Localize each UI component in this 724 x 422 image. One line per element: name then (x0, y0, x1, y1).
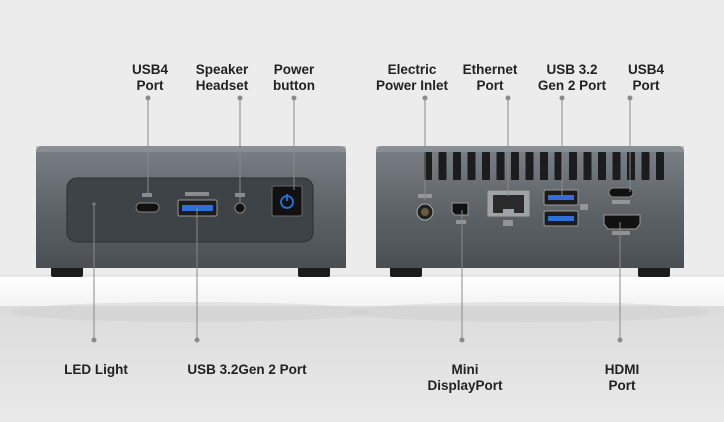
usb32-port-rear-bottom[interactable] (543, 210, 579, 227)
front-device (36, 146, 346, 277)
leader-lines (91, 95, 633, 343)
vent-slot (554, 152, 563, 180)
usb32-port-rear-top[interactable] (543, 189, 579, 206)
vent-slot (598, 152, 606, 180)
vent-slot (612, 152, 621, 180)
vent-slot (583, 152, 592, 180)
label-usb32-front: USB 3.2Gen 2 Port (187, 362, 307, 377)
label-led-light: LED Light (64, 362, 128, 377)
usb4-port-rear[interactable] (608, 187, 634, 204)
vent-slot (453, 152, 461, 180)
vent-slot (627, 152, 635, 180)
vent-slot (424, 152, 432, 180)
vent-slot (656, 152, 664, 180)
vent-slot (467, 152, 476, 180)
power-button[interactable] (271, 185, 303, 217)
vent-slot (482, 152, 490, 180)
rear-device (376, 146, 684, 277)
vent-slot (641, 152, 650, 180)
vent-grille (424, 152, 664, 180)
led-light-indicator (92, 202, 96, 206)
vent-slot (540, 152, 548, 180)
hdmi-port[interactable] (603, 214, 641, 235)
vent-slot (496, 152, 505, 180)
usb4-port-front[interactable] (135, 193, 160, 213)
shelf (0, 275, 724, 422)
vent-slot (569, 152, 577, 180)
vent-slot (438, 152, 447, 180)
vent-slot (511, 152, 519, 180)
ethernet-port[interactable] (486, 189, 531, 226)
vent-slot (525, 152, 534, 180)
